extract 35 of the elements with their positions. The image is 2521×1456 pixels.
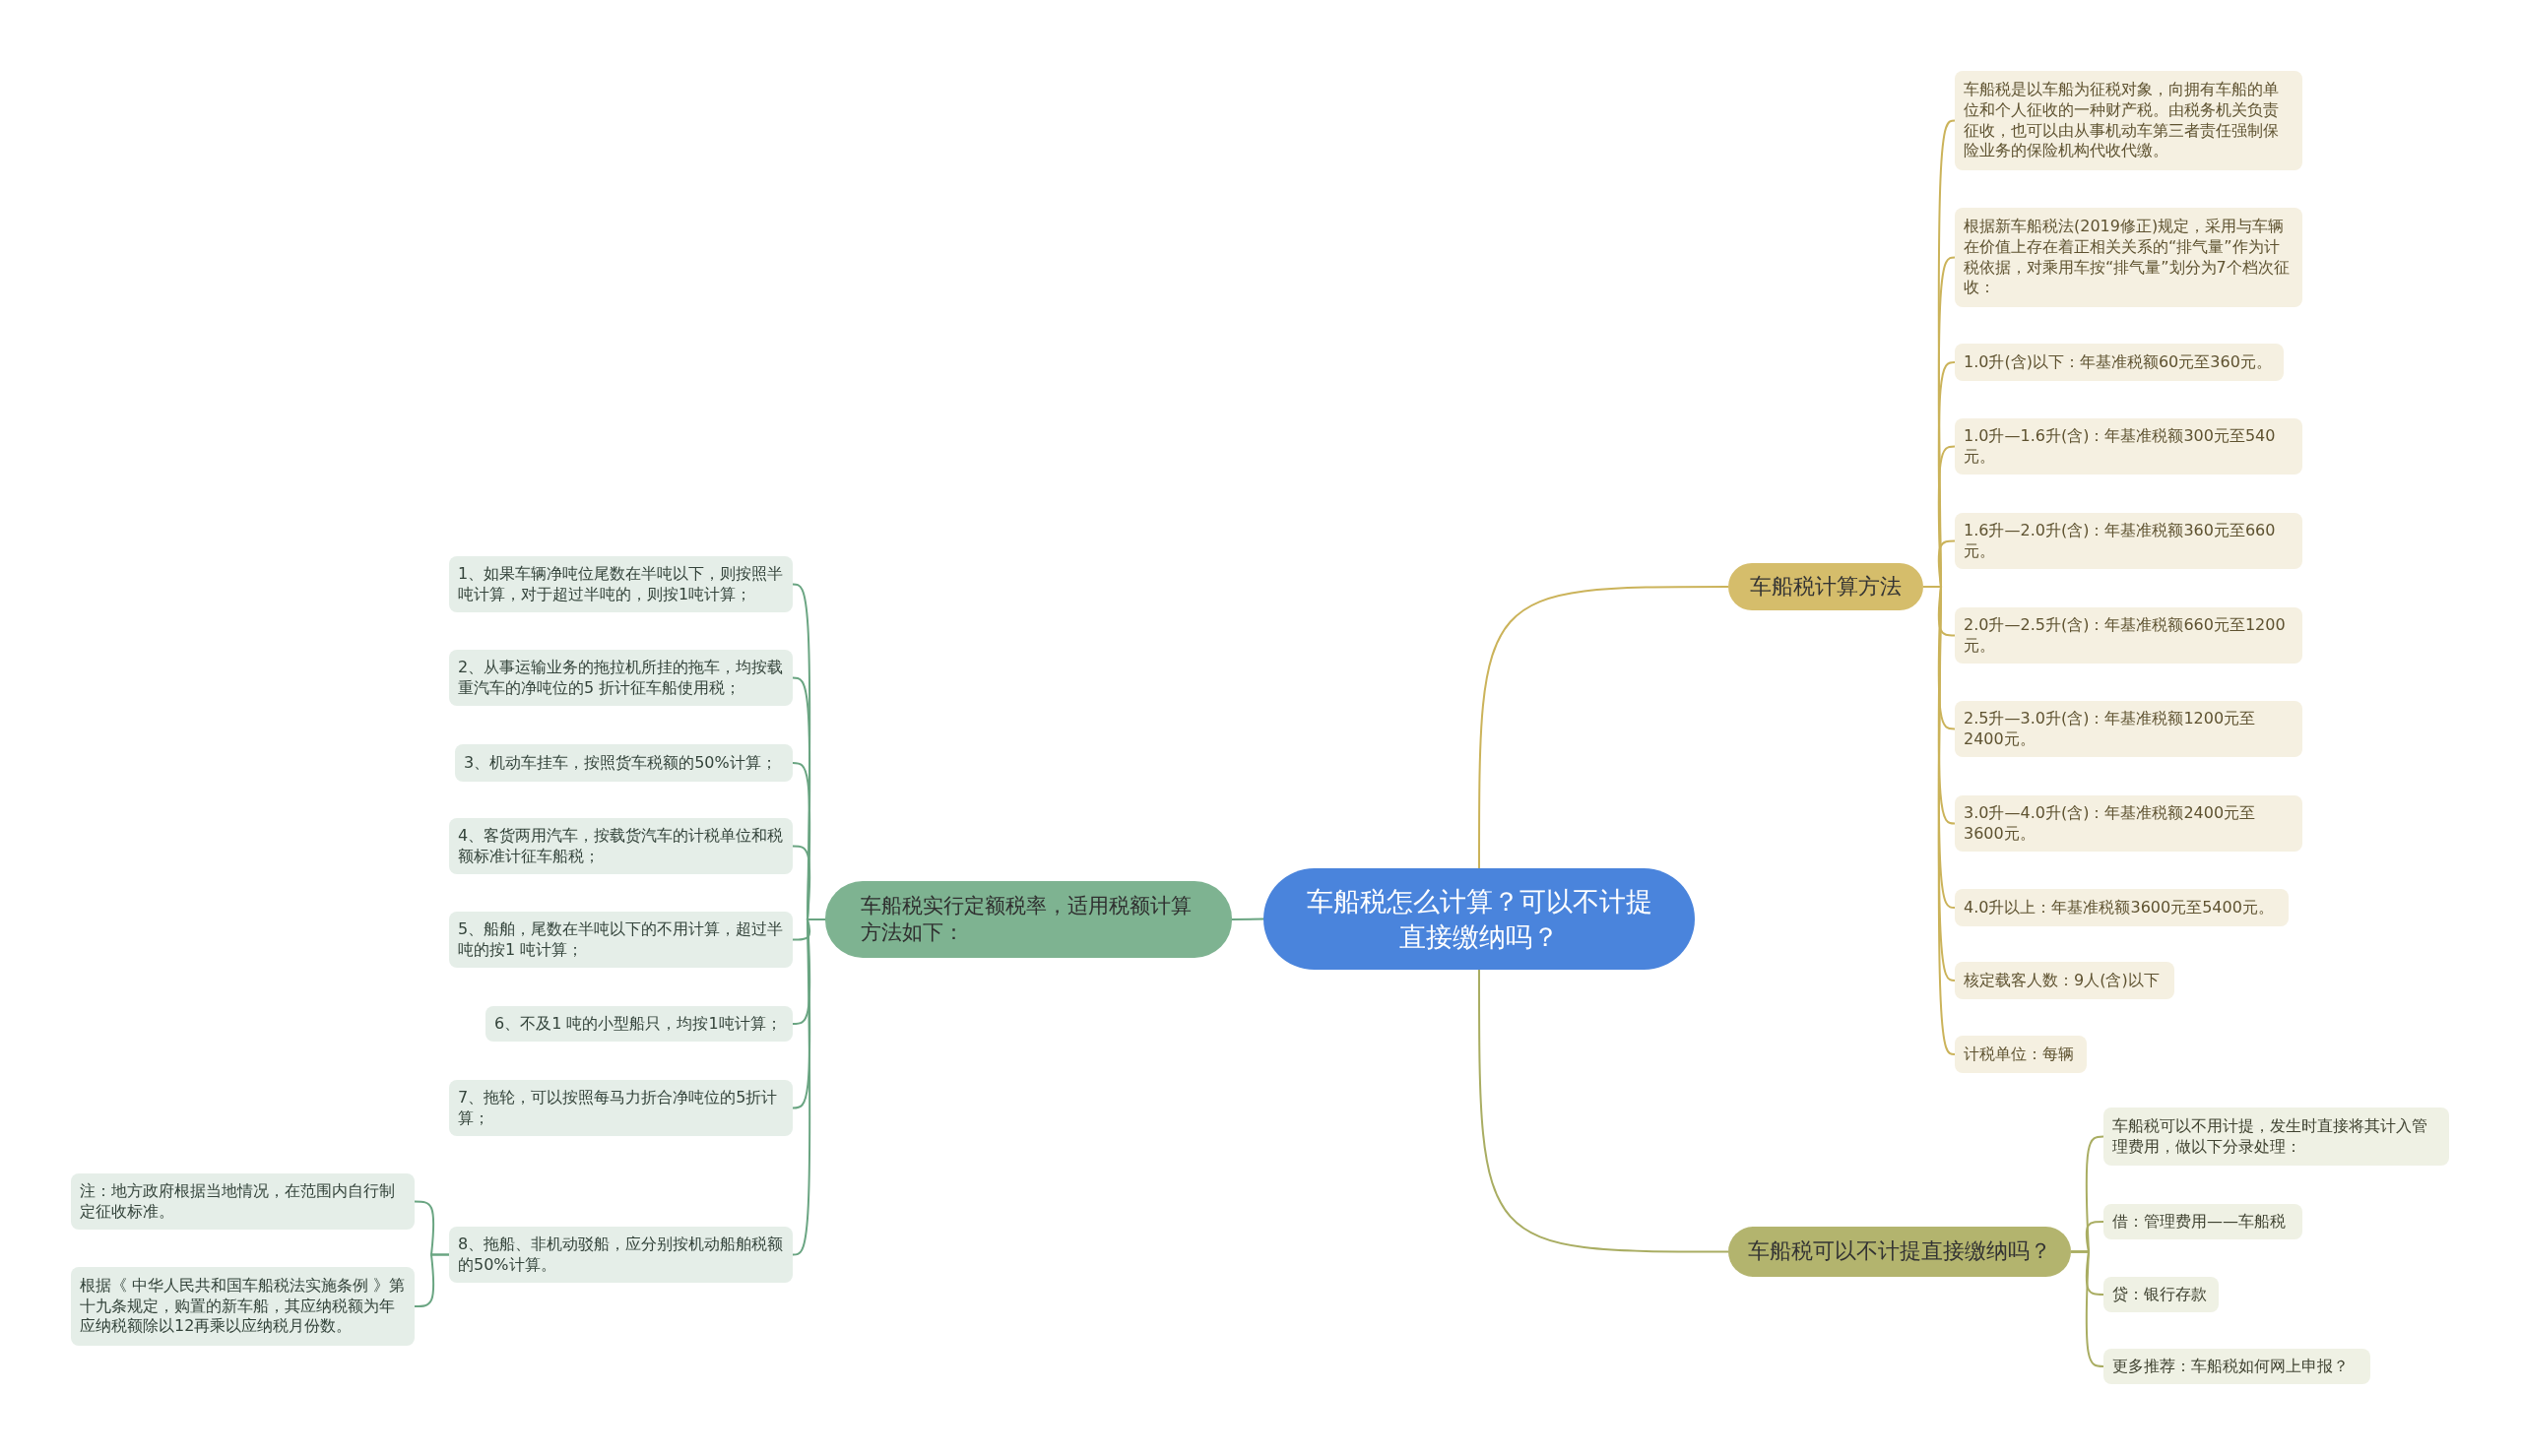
connector-line (2070, 1250, 2104, 1367)
topic-box: 根据《 中华人民共和国车船税法实施条例 》第十九条规定，购置的新车船，其应纳税额为年应纳税额除以12再乘以应纳税月份数。 (71, 1267, 415, 1346)
connector-line (414, 1253, 450, 1307)
topic-box: 1.0升—1.6升(含)：年基准税额300元至540元。 (1955, 418, 2302, 475)
connector-line (1478, 969, 1729, 1253)
topic-box: 6、不及1 吨的小型船只，均按1吨计算； (485, 1006, 793, 1042)
topic-box: 1.6升—2.0升(含)：年基准税额360元至660元。 (1955, 513, 2302, 569)
topic-box: 2、从事运输业务的拖拉机所挂的拖车，均按载重汽车的净吨位的5 折计征车船使用税； (449, 650, 793, 706)
central-topic: 车船税怎么计算？可以不计提直接缴纳吗？ (1263, 868, 1695, 970)
branch-topic: 车船税实行定额税率，适用税额计算方法如下： (825, 881, 1232, 958)
topic-box: 借：管理费用——车船税 (2103, 1204, 2302, 1239)
topic-box: 4、客货两用汽车，按载货汽车的计税单位和税额标准计征车船税； (449, 818, 793, 874)
topic-box: 核定载客人数：9人(含)以下 (1955, 962, 2174, 999)
topic-box: 3.0升—4.0升(含)：年基准税额2400元至3600元。 (1955, 795, 2302, 852)
topic-box: 计税单位：每辆 (1955, 1036, 2087, 1073)
topic-box: 2.5升—3.0升(含)：年基准税额1200元至2400元。 (1955, 701, 2302, 757)
topic-box: 根据新车船税法(2019修正)规定，采用与车辆在价值上存在着正相关关系的“排气量”作为计税依据，对乘用车按“排气量”划分为7个档次征收： (1955, 208, 2302, 307)
topic-box: 3、机动车挂车，按照货车税额的50%计算； (455, 744, 793, 782)
topic-box: 车船税是以车船为征税对象，向拥有车船的单位和个人征收的一种财产税。由税务机关负责征收，也可以由从事机动车第三者责任强制保险业务的保险机构代收代缴。 (1955, 71, 2302, 170)
topic-box: 5、船舶，尾数在半吨以下的不用计算，超过半吨的按1 吨计算； (449, 912, 793, 968)
topic-box: 注：地方政府根据当地情况，在范围内自行制定征收标准。 (71, 1173, 415, 1230)
topic-box: 1.0升(含)以下：年基准税额60元至360元。 (1955, 344, 2284, 381)
topic-box: 1、如果车辆净吨位尾数在半吨以下，则按照半吨计算，对于超过半吨的，则按1吨计算； (449, 556, 793, 612)
connector-line (1478, 586, 1729, 869)
topic-box: 8、拖船、非机动驳船，应分别按机动船舶税额的50%计算。 (449, 1227, 793, 1283)
topic-box: 2.0升—2.5升(含)：年基准税额660元至1200元。 (1955, 607, 2302, 664)
topic-box: 7、拖轮，可以按照每马力折合净吨位的5折计算； (449, 1080, 793, 1136)
connector-line (792, 918, 826, 1256)
branch-topic: 车船税可以不计提直接缴纳吗？ (1728, 1227, 2071, 1277)
topic-box: 贷：银行存款 (2103, 1277, 2219, 1312)
branch-topic: 车船税计算方法 (1728, 563, 1923, 610)
topic-box: 车船税可以不用计提，发生时直接将其计入管理费用，做以下分录处理： (2103, 1108, 2449, 1166)
topic-box: 4.0升以上：年基准税额3600元至5400元。 (1955, 889, 2289, 926)
topic-box: 更多推荐：车船税如何网上申报？ (2103, 1349, 2370, 1384)
connector-line (1231, 918, 1264, 920)
